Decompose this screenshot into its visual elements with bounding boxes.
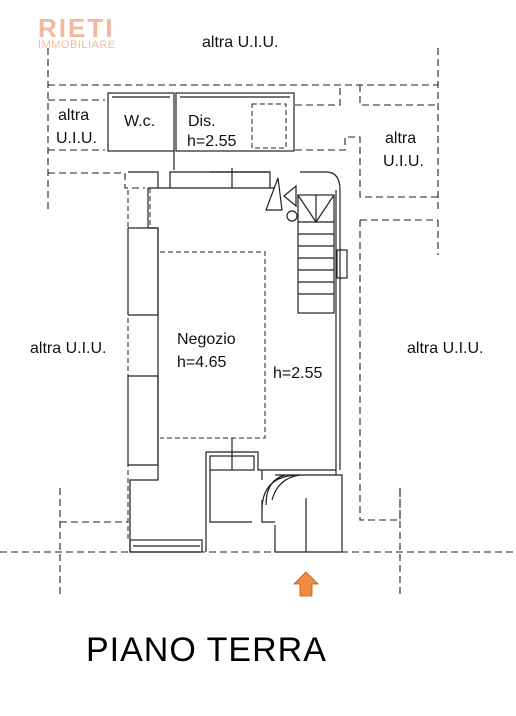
- room-wc-label: W.c.: [124, 113, 155, 130]
- neighbor-right: altra U.I.U.: [407, 340, 483, 357]
- neighbor-left: altra U.I.U.: [30, 340, 106, 357]
- neighbor-top-left-line1: altra: [58, 107, 89, 124]
- room-dis-label: Dis.: [188, 113, 216, 130]
- neighbor-top: altra U.I.U.: [202, 34, 278, 51]
- room-negozio-height: h=4.65: [177, 354, 226, 371]
- room-dis-height: h=2.55: [187, 133, 236, 150]
- room-negozio-label: Negozio: [177, 331, 236, 348]
- logo-tagline: IMMOBILIARE: [38, 39, 116, 51]
- staircase: [265, 177, 335, 314]
- plan-title: PIANO TERRA: [86, 631, 327, 669]
- neighbor-top-left-line2: U.I.U.: [56, 130, 97, 147]
- walls: [107, 92, 348, 553]
- room-labels: W.c. Dis. h=2.55 Negozio h=4.65 h=2.55: [124, 113, 322, 382]
- mezzanine-outline: [160, 251, 266, 439]
- entrance-arrow-icon: [293, 571, 319, 597]
- neighbor-top-right-line1: altra: [385, 130, 416, 147]
- neighbor-top-right-line2: U.I.U.: [383, 153, 424, 170]
- neighbor-labels: altra U.I.U. altra U.I.U. altra U.I.U. a…: [30, 34, 483, 357]
- logo-name: RIETI: [38, 13, 114, 43]
- logo: RIETI IMMOBILIARE: [38, 13, 116, 51]
- room-right-height: h=2.55: [273, 365, 322, 382]
